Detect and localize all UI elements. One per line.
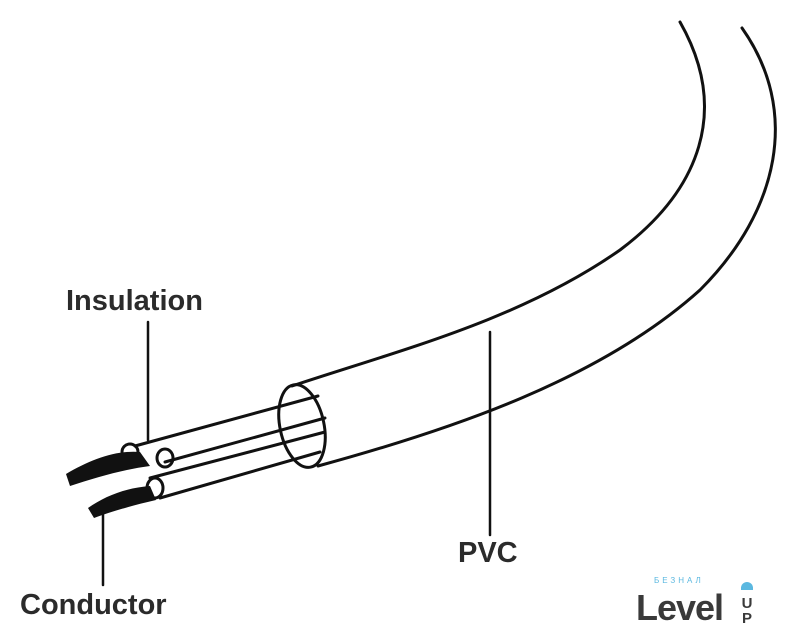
insulation-upper-wire: [133, 394, 327, 464]
logo-side-text: UP: [741, 595, 753, 627]
pvc-sheath-upper-edge: [290, 20, 706, 388]
conductor-label: Conductor: [20, 589, 167, 621]
wire-end-2: [155, 447, 175, 469]
logo-top-text: БЕЗНАЛ: [654, 576, 704, 585]
logo-accent-dot: [741, 582, 753, 590]
insulation-lower-wire: [148, 430, 327, 500]
pvc-label: PVC: [458, 537, 518, 569]
pvc-sheath-lower-edge: [316, 26, 777, 468]
logo-main-text: Level: [636, 587, 724, 628]
levelup-logo: БЕЗНАЛ Level UP: [636, 574, 766, 638]
insulation-label: Insulation: [66, 285, 203, 317]
conductor-strands: [66, 451, 156, 518]
